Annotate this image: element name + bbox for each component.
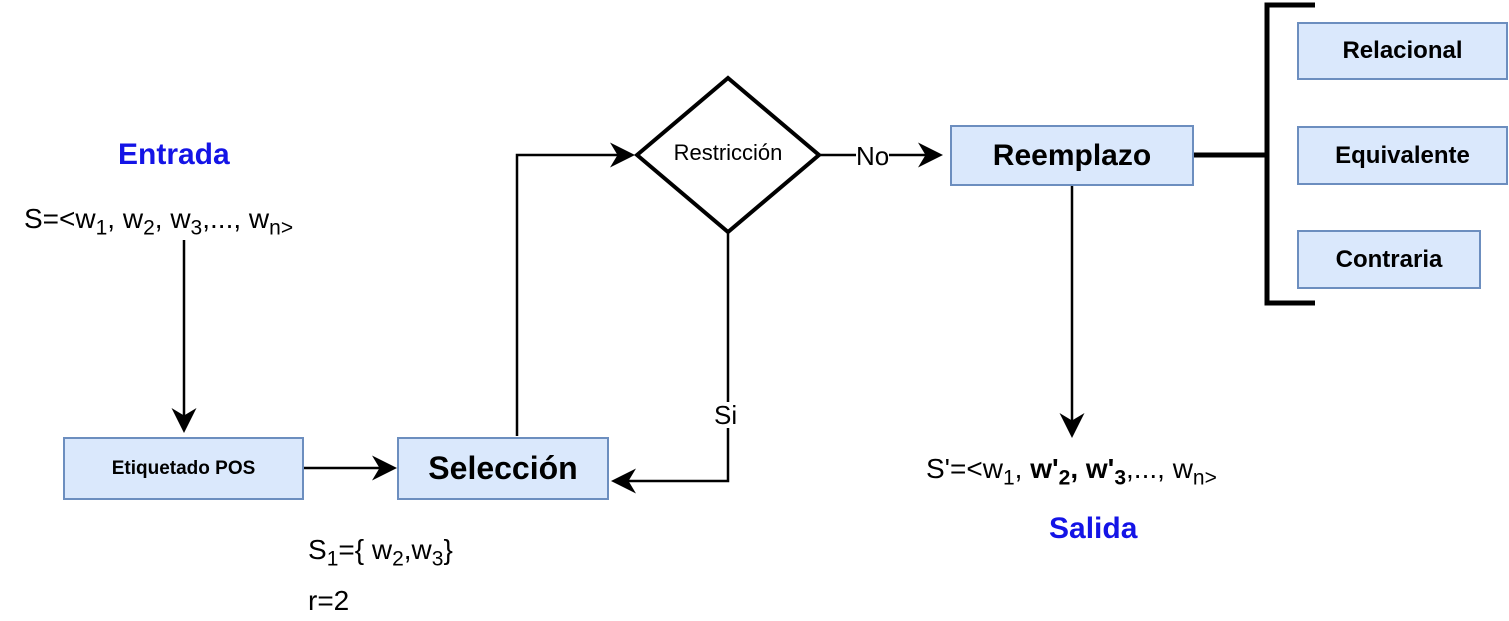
output-sub-2: 2: [1058, 466, 1071, 490]
input-text-2: , w: [154, 203, 191, 234]
output-text-1: ,: [1014, 453, 1031, 484]
output-sub-n: n>: [1192, 466, 1217, 490]
restriccion-label: Restricción: [673, 140, 783, 165]
selection-s: S: [308, 534, 327, 565]
selection-r-value: r=2: [308, 585, 350, 616]
input-sub-3: 3: [190, 216, 203, 240]
edge-restriccion-to-seleccion: [611, 232, 730, 494]
selection-w2-sub: 2: [392, 547, 404, 571]
input-sub-2: 2: [143, 216, 155, 240]
selection-set-formula: S1={ w2,w3}: [308, 534, 453, 572]
selection-w3-sub: 3: [431, 547, 444, 571]
entrada-title: Entrada: [118, 138, 230, 171]
output-text-3: ,..., w: [1126, 453, 1193, 484]
selection-eq: ={ w: [338, 534, 393, 565]
seleccion-node[interactable]: Selección: [397, 437, 609, 500]
output-sub-3: 3: [1114, 466, 1127, 490]
salida-title: Salida: [1049, 512, 1138, 545]
input-sub-1: 1: [95, 216, 108, 240]
selection-comma: ,w: [403, 534, 432, 565]
output-w3: w': [1085, 453, 1115, 484]
output-w2: w': [1030, 453, 1059, 484]
relacional-node[interactable]: Relacional: [1297, 22, 1508, 80]
restriccion-diamond: [633, 75, 823, 235]
input-text-3: ,..., w: [202, 203, 270, 234]
equivalente-node[interactable]: Equivalente: [1297, 126, 1508, 185]
type-bracket: [1264, 2, 1315, 306]
output-sequence-formula: S'=<w1, w'2, w'3,..., wn>: [926, 453, 1217, 491]
contraria-node[interactable]: Contraria: [1297, 230, 1481, 289]
input-prefix: S=<w: [24, 203, 96, 234]
edge-label-no: No: [856, 141, 890, 171]
input-sequence-formula: S=<w1, w2, w3,..., wn>: [24, 203, 293, 241]
output-sub-1: 1: [1002, 466, 1015, 490]
input-text-1: , w: [107, 203, 144, 234]
pos-tagging-node[interactable]: Etiquetado POS: [63, 437, 304, 500]
edge-label-si: Si: [714, 400, 738, 430]
selection-s-sub: 1: [326, 547, 339, 571]
output-text-2: ,: [1070, 453, 1086, 484]
edge-seleccion-to-restriccion: [515, 142, 635, 436]
selection-close: }: [443, 534, 453, 565]
reemplazo-node[interactable]: Reemplazo: [950, 125, 1194, 186]
input-sub-n: n>: [269, 216, 294, 240]
output-prefix: S'=<w: [926, 453, 1003, 484]
